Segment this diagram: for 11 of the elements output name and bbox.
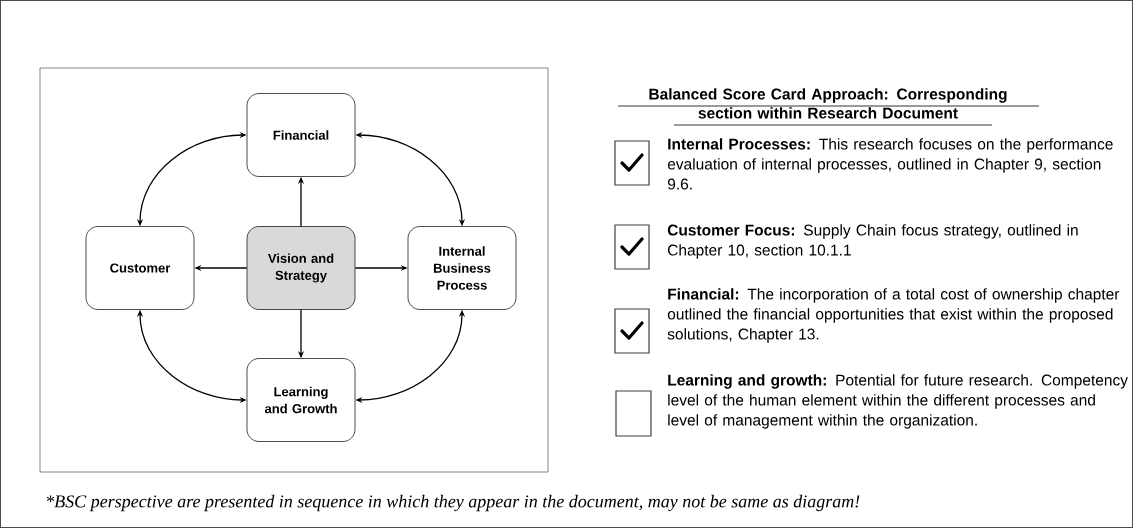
checklist-item: Internal Processes: This research focuses on the performance evaluation of internal processes, outlined in Chapter 9, section 9.6. — [667, 138, 1113, 190]
perspective-box: Internal Business Process — [407, 226, 517, 310]
footnote: *BSC perspective are presented in sequence in which they appear in the document, may not be same as diagram! — [46, 494, 860, 512]
checklist-item: Customer Focus: Supply Chain focus strategy, outlined in Chapter 10, section 10.1.1 — [667, 224, 1078, 259]
perspective-box: Customer — [85, 226, 195, 310]
center-box: Vision and Strategy — [246, 226, 356, 310]
checklist-item: Learning and growth: Potential for future research. Competency level of the human element within the different processes and level of management within the organization. — [668, 374, 1128, 429]
perspective-box: Financial — [246, 93, 356, 177]
perspective-box: Learning and Growth — [246, 358, 356, 442]
checklist-item: Financial: The incorporation of a total cost of ownership chapter outlined the financial opportunities that exist within the proposed solutions, Chapter 13. — [667, 288, 1120, 343]
heading: Balanced Score Card Approach: Corresponding section within Research Document — [649, 88, 1007, 119]
